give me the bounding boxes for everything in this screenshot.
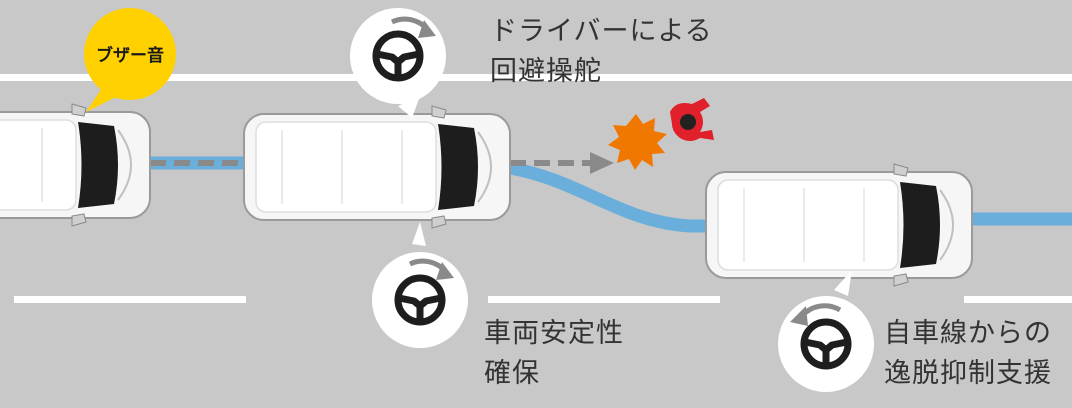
caption-line: 車両安定性 — [484, 318, 624, 349]
lane-dash — [964, 296, 1072, 303]
lane-dash — [14, 296, 246, 303]
caption-line: ドライバーによる — [490, 16, 713, 47]
caption-stability: 車両安定性 確保 — [484, 314, 624, 394]
lane-line-top — [0, 74, 1072, 81]
buzzer-bubble: ブザー音 — [84, 8, 176, 112]
caption-avoid-steering: ドライバーによる 回避操舵 — [490, 12, 713, 92]
arrowhead — [590, 152, 614, 174]
vehicle-icon — [705, 163, 973, 287]
caption-line: 回避操舵 — [490, 56, 602, 87]
caption-lane-departure: 自車線からの 逸脱抑制支援 — [884, 314, 1052, 394]
caption-line: 確保 — [484, 358, 540, 389]
caption-line: 逸脱抑制支援 — [884, 358, 1052, 389]
caption-line: 自車線からの — [884, 318, 1052, 349]
steering-wheel-icon — [778, 270, 874, 392]
steering-wheel-icon — [372, 222, 468, 348]
buzzer-label: ブザー音 — [96, 45, 164, 66]
collision-burst-icon — [608, 114, 667, 170]
steering-wheel-icon — [350, 8, 446, 118]
lane-dash — [488, 296, 720, 303]
vehicle-icon — [243, 105, 511, 229]
vehicle-icon — [0, 103, 151, 227]
pedestrian-icon — [670, 98, 714, 141]
